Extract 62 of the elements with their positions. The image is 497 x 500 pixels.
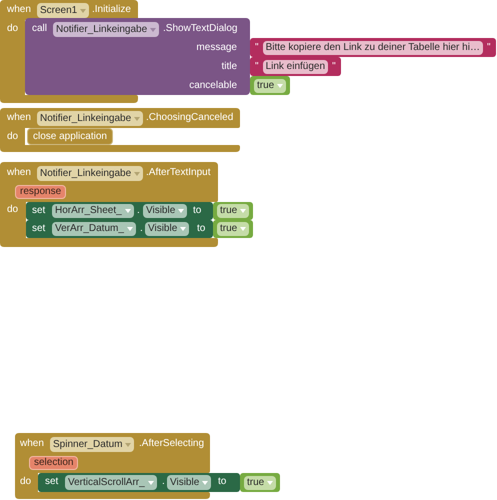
property-setter-block — [38, 473, 240, 492]
keyword-label: do — [7, 131, 18, 143]
keyword-label: when — [7, 167, 31, 179]
dropdown-field: Visible — [145, 222, 190, 236]
keyword-label: to — [197, 223, 206, 235]
keyword-label: do — [7, 204, 18, 216]
boolean-block — [213, 220, 254, 238]
event-name-label: .Initialize — [92, 4, 131, 16]
property-setter-block — [26, 202, 213, 220]
dot-separator: . — [137, 205, 140, 217]
parameter-tag: selection — [29, 456, 78, 470]
text-string-block — [250, 38, 496, 57]
dropdown-field: Notifier_Linkeingabe — [37, 111, 144, 126]
dot-separator: . — [140, 223, 143, 235]
keyword-label: to — [218, 476, 226, 488]
dropdown-field: true — [254, 78, 286, 92]
text-field: Link einfügen — [262, 60, 328, 74]
text-string-block — [250, 57, 341, 76]
keyword-label: when — [7, 112, 31, 124]
dropdown-field: true — [244, 476, 276, 490]
dropdown-field: Visible — [143, 204, 188, 218]
keyword-label: set — [32, 223, 46, 235]
keyword-label: when — [20, 438, 44, 450]
method-name-label: .ShowTextDialog — [163, 23, 238, 35]
dropdown-field: VerticalScrollArr_ — [65, 475, 157, 490]
property-setter-block — [26, 220, 213, 238]
dropdown-field: HorArr_Sheet_ — [52, 204, 134, 218]
keyword-label: set — [32, 205, 46, 217]
dropdown-field: true — [217, 222, 250, 236]
keyword-label: when — [7, 4, 31, 16]
parameter-tag: response — [15, 185, 66, 199]
keyword-label: do — [20, 476, 32, 488]
boolean-block — [240, 473, 280, 492]
boolean-block — [250, 76, 290, 95]
event-name-label: .AfterSelecting — [139, 438, 204, 450]
argument-name-label: message — [196, 42, 237, 54]
boolean-block — [213, 202, 254, 220]
quote-mark: " — [332, 60, 336, 72]
keyword-label: set — [45, 476, 58, 488]
event-name-label: .ChoosingCanceled — [146, 112, 234, 124]
quote-mark: " — [255, 42, 259, 54]
text-field: Bitte kopiere den Link zu deiner Tabelle hier hi… — [262, 40, 483, 54]
dropdown-field: Notifier_Linkeingabe — [53, 22, 160, 37]
dropdown-field: Screen1 — [37, 3, 90, 18]
event-handler-block — [0, 108, 240, 152]
event-handler-block — [0, 162, 218, 247]
event-name-label: .AfterTextInput — [146, 167, 210, 179]
keyword-label: do — [7, 23, 18, 35]
dot-separator: . — [162, 476, 165, 488]
dropdown-field: true — [217, 204, 250, 218]
dropdown-field: Visible — [167, 475, 212, 490]
dropdown-field: Spinner_Datum — [50, 437, 134, 452]
keyword-label: to — [193, 205, 202, 217]
argument-name-label: title — [221, 61, 237, 73]
dropdown-field: Notifier_Linkeingabe — [37, 166, 144, 181]
method-call-block — [25, 18, 250, 95]
dropdown-field: VerArr_Datum_ — [52, 222, 136, 236]
quote-mark: " — [486, 42, 491, 54]
argument-name-label: cancelable — [189, 80, 237, 92]
quote-mark: " — [255, 60, 259, 72]
keyword-label: call — [32, 23, 48, 35]
statement-block: close application — [27, 128, 113, 145]
